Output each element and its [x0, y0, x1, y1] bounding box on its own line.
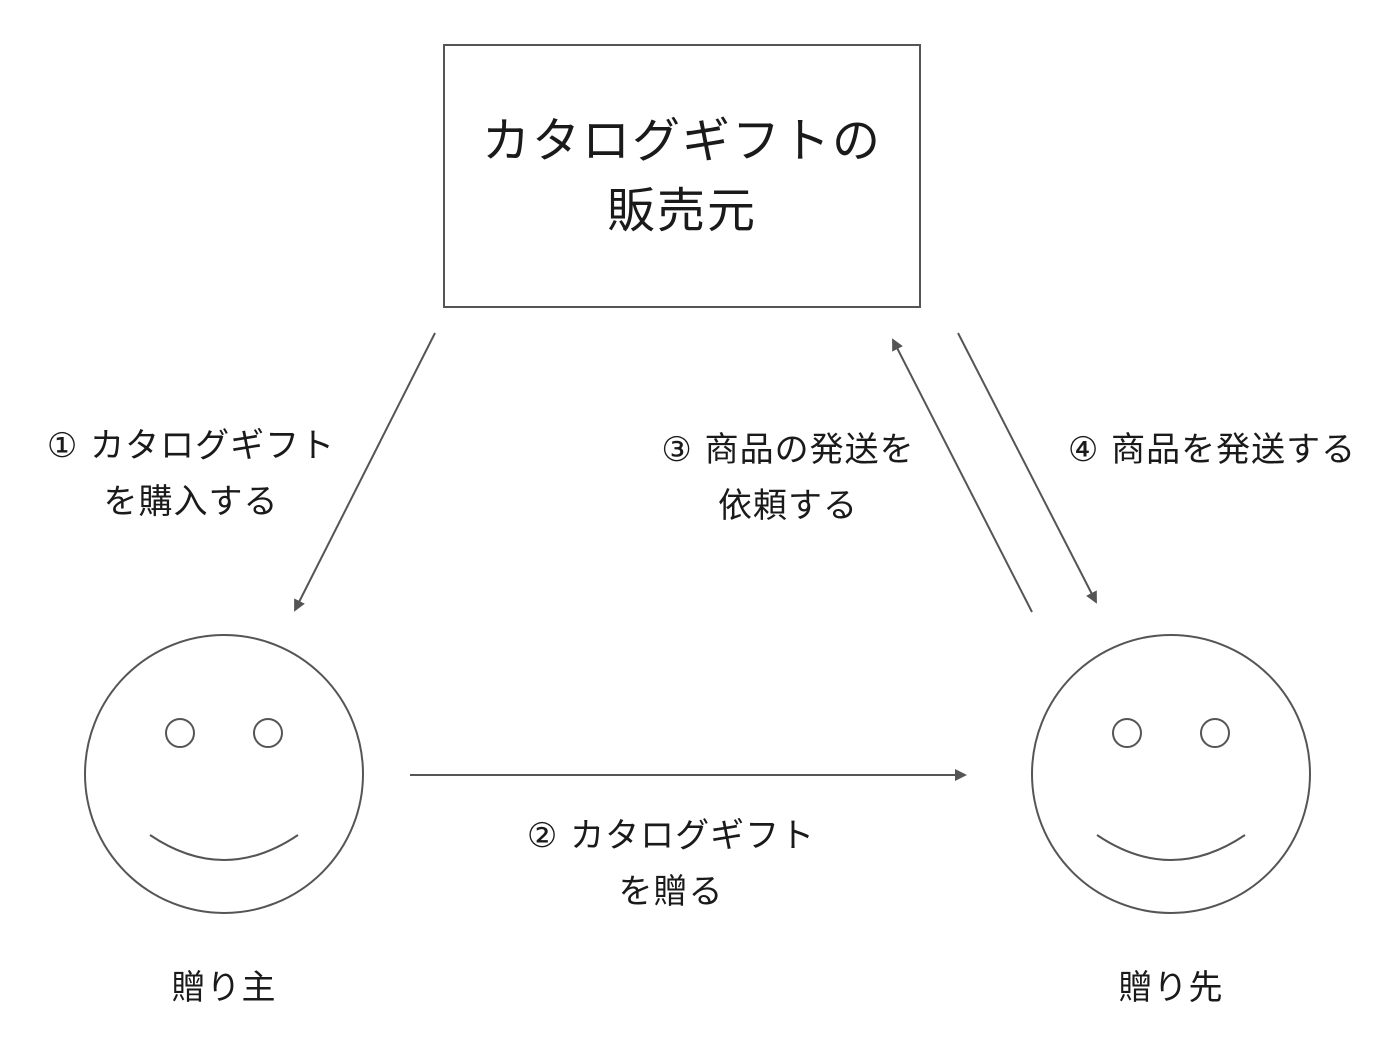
arrow-recipient-to-seller — [892, 338, 1033, 613]
step2-line2: を贈る — [618, 872, 724, 912]
step4-line1: ④ 商品を発送する — [1067, 430, 1357, 470]
step2-label: ② カタログギフト を贈る — [527, 808, 815, 920]
recipient-smiley-face-icon — [1031, 634, 1311, 914]
step1-line2: を購入する — [103, 482, 279, 522]
recipient-right-eye — [1200, 718, 1230, 748]
giver-label: 贈り主 — [172, 960, 277, 1016]
step1-line1: ① カタログギフト — [46, 426, 336, 466]
step2-line1: ② カタログギフト — [526, 816, 816, 856]
arrow-seller-to-giver — [294, 332, 436, 612]
step3-line1: ③ 商品の発送を — [661, 430, 915, 470]
recipient-label: 贈り先 — [1119, 960, 1224, 1016]
seller-title-line2: 販売元 — [606, 183, 757, 239]
giver-smile — [149, 834, 299, 861]
giver-right-eye — [253, 718, 283, 748]
giver-left-eye — [165, 718, 195, 748]
seller-title-line1: カタログギフトの — [481, 113, 882, 169]
step3-label: ③ 商品の発送を 依頼する — [661, 422, 914, 534]
step4-label: ④ 商品を発送する — [1068, 422, 1356, 478]
recipient-smile — [1096, 834, 1246, 861]
recipient-left-eye — [1112, 718, 1142, 748]
giver-smiley-face-icon — [84, 634, 364, 914]
seller-box: カタログギフトの 販売元 — [443, 44, 921, 308]
giver-label-text: 贈り主 — [171, 968, 277, 1008]
arrow-seller-to-recipient — [957, 332, 1097, 604]
step3-line2: 依頼する — [717, 486, 858, 526]
recipient-label-text: 贈り先 — [1118, 968, 1224, 1008]
step1-label: ① カタログギフト を購入する — [47, 418, 335, 530]
